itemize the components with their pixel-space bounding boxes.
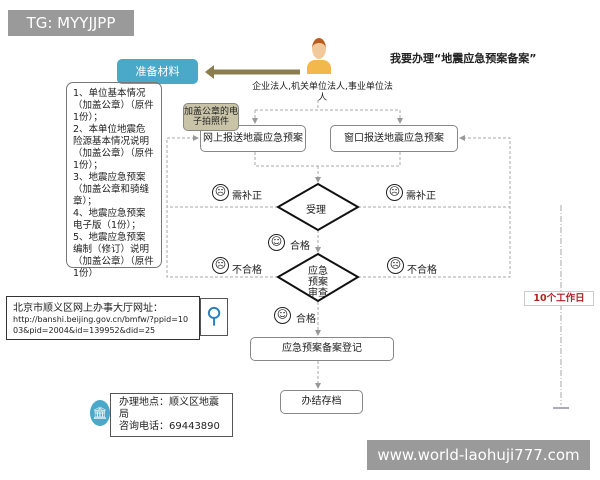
watermark: www.world-laohuji777.com: [367, 440, 590, 470]
window-submit-box: 窗口报送地震应急预案: [330, 125, 458, 152]
fail-label-left: 不合格: [232, 265, 262, 276]
accept-diamond: [275, 182, 361, 232]
url-link[interactable]: http://banshi.beijing.gov.cn/bmfw/?ppid=…: [13, 315, 189, 335]
archive-box: 办结存档: [280, 390, 363, 414]
online-submit-box: 网上报送地震应急预案: [200, 125, 306, 152]
url-title: 北京市顺义区网上办事大厅网址：: [13, 303, 163, 314]
sad-face-icon: ☹: [386, 184, 403, 201]
tg-badge: TG: MYYJJPP: [8, 10, 134, 36]
fail-label-right: 不合格: [407, 265, 437, 276]
accept-label: 受理: [306, 205, 326, 216]
photo-note: 加盖公章的电子拍照件: [183, 103, 239, 131]
need-fix-label-left: 需补正: [232, 191, 262, 202]
smile-face-icon: ☺: [268, 234, 285, 251]
smile-face-icon: ☺: [274, 307, 291, 324]
person-icon: [307, 38, 331, 76]
sad-face-icon: ☹: [212, 184, 229, 201]
review-diamond: [276, 252, 360, 303]
review-label: 应急预案审查: [308, 266, 328, 299]
building-icon: 🏛: [90, 400, 110, 426]
location-place: 办理地点：顺义区地震局: [119, 397, 219, 420]
applicant-label: 企业法人,机关单位法人,事业单位法人: [252, 82, 393, 103]
pass-label: 合格: [290, 241, 310, 252]
location-box: 办理地点：顺义区地震局 咨询电话：69443890: [110, 393, 233, 437]
need-fix-label-right: 需补正: [406, 191, 436, 202]
material-item: 1、单位基本情况（加盖公章）（原件1份）；: [73, 88, 154, 123]
material-item: 2、本单位地震危险源基本情况说明（加盖公章）（原件1份）；: [73, 124, 154, 171]
url-box: 北京市顺义区网上办事大厅网址： http://banshi.beijing.go…: [6, 296, 200, 340]
prepare-materials-header: 准备材料: [117, 59, 198, 84]
pass-label: 合格: [296, 314, 316, 325]
location-phone: 咨询电话：69443890: [119, 421, 220, 432]
register-box: 应急预案备案登记: [250, 337, 394, 361]
search-icon[interactable]: ⚲: [200, 298, 228, 336]
sad-face-icon: ☹: [212, 257, 229, 274]
materials-list: 1、单位基本情况（加盖公章）（原件1份）； 2、本单位地震危险源基本情况说明（加…: [66, 82, 162, 279]
material-item: 5、地震应急预案编制（修订）说明（加盖公章）（原件1份）: [73, 232, 154, 279]
sad-face-icon: ☹: [387, 257, 404, 274]
material-item: 3、地震应急预案（加盖公章和骑缝章）；: [73, 172, 150, 207]
material-item: 4、地震应急预案电子版（1份）；: [73, 208, 146, 231]
page-title: 我要办理“地震应急预案备案”: [390, 52, 537, 65]
timeline-label: 10个工作日: [524, 291, 594, 306]
